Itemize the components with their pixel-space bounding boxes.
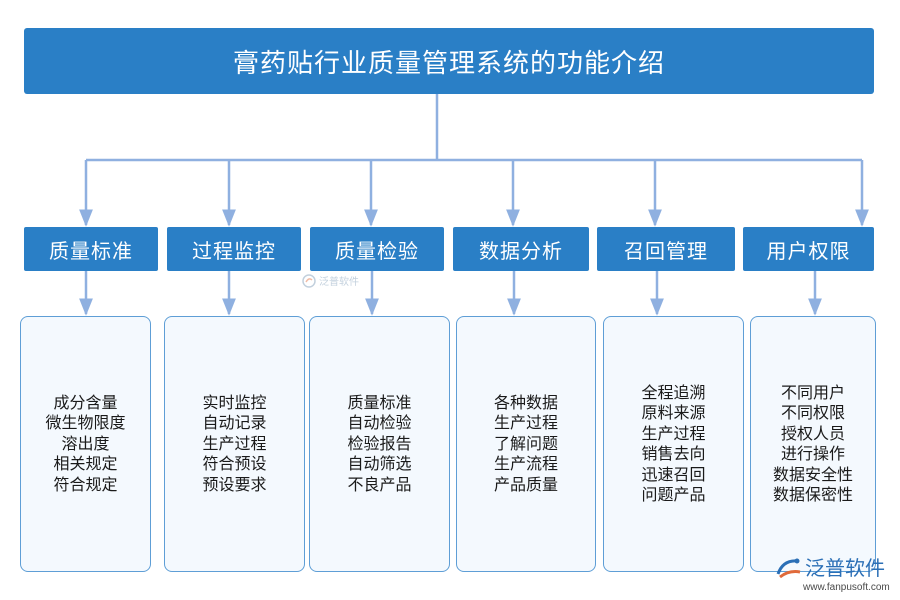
card-item: 销售去向 xyxy=(641,444,706,463)
category-1: 质量标准 xyxy=(24,227,158,271)
card-item: 原料来源 xyxy=(641,403,706,422)
card-item: 数据安全性 xyxy=(772,464,853,484)
category-5: 召回管理 xyxy=(597,227,735,271)
card-item: 微生物限度 xyxy=(45,413,126,433)
card-item: 成分含量 xyxy=(53,392,118,412)
category-card-6: 不同用户不同权限授权人员进行操作数据安全性数据保密性 xyxy=(750,316,876,572)
brand-name: 泛普软件 xyxy=(805,556,885,580)
card-item: 质量标准 xyxy=(347,392,412,412)
card-item: 自动记录 xyxy=(202,413,267,433)
card-item: 迅速召回 xyxy=(641,464,706,484)
card-item: 不良产品 xyxy=(347,474,412,494)
card-item: 数据保密性 xyxy=(772,485,853,504)
category-card-3: 质量标准自动检验检验报告自动筛选不良产品 xyxy=(309,316,450,572)
category-card-2: 实时监控自动记录生产过程符合预设预设要求 xyxy=(164,316,305,572)
category-2: 过程监控 xyxy=(167,227,301,271)
card-item: 问题产品 xyxy=(641,485,706,504)
brand-watermark: 泛普软件 www.fanpusoft.com xyxy=(775,552,895,598)
card-item: 生产流程 xyxy=(493,454,558,474)
category-6: 用户权限 xyxy=(743,227,874,271)
card-item: 符合预设 xyxy=(202,454,267,474)
card-item: 了解问题 xyxy=(493,433,558,453)
brand-logo-icon xyxy=(776,558,801,579)
card-item: 生产过程 xyxy=(202,433,267,453)
card-item: 生产过程 xyxy=(641,423,706,443)
card-item: 生产过程 xyxy=(493,413,558,433)
category-4: 数据分析 xyxy=(453,227,589,271)
card-item: 相关规定 xyxy=(53,454,118,474)
card-item: 不同权限 xyxy=(780,403,845,422)
category-card-4: 各种数据生产过程了解问题生产流程产品质量 xyxy=(456,316,596,572)
card-item: 预设要求 xyxy=(202,474,267,494)
card-item: 全程追溯 xyxy=(641,382,706,402)
card-item: 进行操作 xyxy=(780,444,845,463)
card-item: 实时监控 xyxy=(202,392,267,412)
category-card-5: 全程追溯原料来源生产过程销售去向迅速召回问题产品 xyxy=(603,316,744,572)
category-3: 质量检验 xyxy=(310,227,444,271)
card-item: 自动检验 xyxy=(347,413,412,433)
brand-logo-icon xyxy=(302,273,316,288)
watermark-mid-text: 泛普软件 xyxy=(319,277,359,288)
card-item: 溶出度 xyxy=(61,433,110,453)
category-card-1: 成分含量微生物限度溶出度相关规定符合规定 xyxy=(20,316,151,572)
watermark-mid: 泛普软件 xyxy=(302,273,359,288)
card-item: 不同用户 xyxy=(780,382,845,402)
diagram-title: 膏药贴行业质量管理系统的功能介绍 xyxy=(24,28,874,94)
brand-url: www.fanpusoft.com xyxy=(803,582,890,593)
card-item: 符合规定 xyxy=(53,474,118,494)
card-item: 授权人员 xyxy=(780,423,845,443)
card-item: 各种数据 xyxy=(493,392,558,412)
card-item: 自动筛选 xyxy=(347,454,412,474)
card-item: 产品质量 xyxy=(493,474,558,494)
card-item: 检验报告 xyxy=(347,433,412,453)
